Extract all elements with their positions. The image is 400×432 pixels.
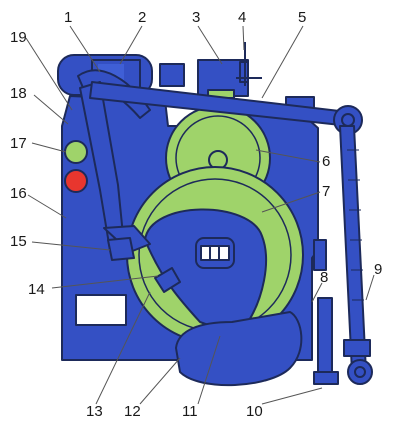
callout-10: 10 [246,403,263,420]
leader-lines [25,25,375,405]
callout-15: 15 [10,233,27,250]
callout-11: 11 [182,403,198,420]
callout-18: 18 [10,85,27,102]
callout-labels: 1 2 3 4 5 6 7 8 9 10 11 12 13 14 15 16 1… [10,9,382,420]
indicator-lights [64,140,88,193]
nameplate [75,294,127,326]
callout-14: 14 [28,281,45,298]
callout-9: 9 [374,261,382,278]
callout-6: 6 [322,153,330,170]
callout-16: 16 [10,185,27,202]
callout-1: 1 [64,9,72,26]
red-light-icon [64,169,88,193]
callout-5: 5 [298,9,306,26]
callout-17: 17 [10,135,27,152]
lower-bolt [313,297,339,385]
callout-12: 12 [124,403,141,420]
callout-8: 8 [320,269,328,286]
callout-7: 7 [322,183,330,200]
hammer-arm [144,208,268,331]
callout-4: 4 [238,9,246,26]
wedge-parts [107,237,181,293]
callout-19: 19 [10,29,27,46]
callout-3: 3 [192,9,200,26]
callout-2: 2 [138,9,146,26]
green-light-icon [64,140,88,164]
top-bracket [159,42,262,99]
side-rod [339,125,373,385]
callout-13: 13 [86,403,103,420]
hammer-head [175,311,303,387]
